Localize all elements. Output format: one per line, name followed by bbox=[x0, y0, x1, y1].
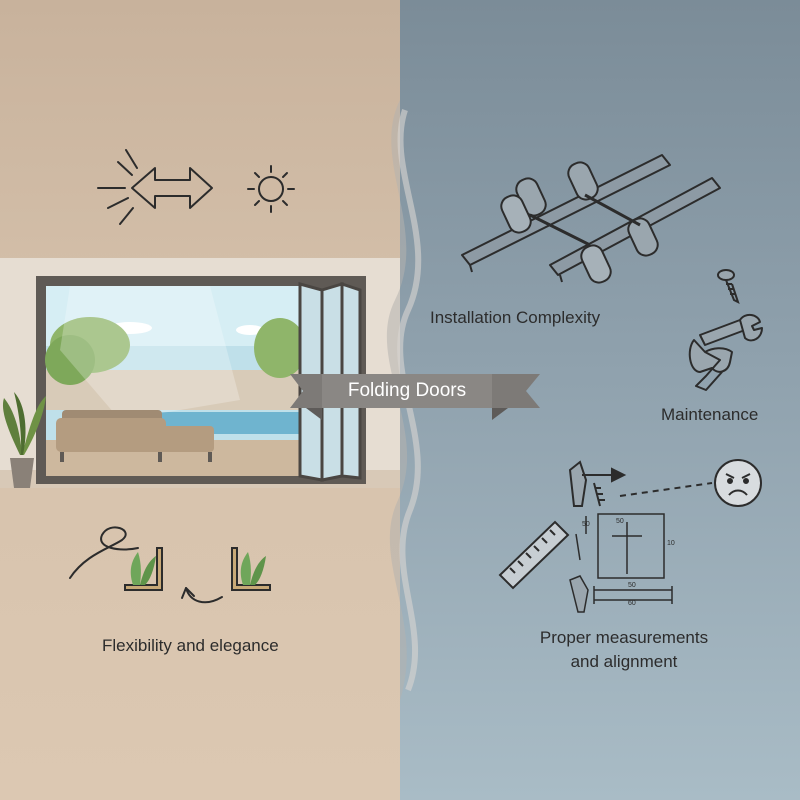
measurement-diagram bbox=[569, 513, 673, 613]
dim-label-top: 50 bbox=[616, 518, 624, 525]
curved-arrow-icon bbox=[69, 526, 223, 604]
double-arrow-icon bbox=[131, 167, 213, 209]
roller-track-icon bbox=[461, 154, 721, 284]
maintenance-label: Maintenance bbox=[661, 405, 759, 424]
title-banner-text: Folding Doors bbox=[347, 380, 467, 401]
hand-wrench-icon bbox=[688, 314, 763, 391]
dim-label-right: 10 bbox=[667, 540, 675, 547]
potted-plant-icon bbox=[2, 392, 46, 488]
screw-icon bbox=[717, 269, 740, 304]
folded-door-panels bbox=[298, 281, 362, 482]
title-banner bbox=[290, 374, 540, 420]
dim-label-left: 50 bbox=[582, 521, 590, 528]
installation-complexity-label: Installation Complexity bbox=[430, 308, 601, 327]
light-rays-icon bbox=[97, 149, 138, 225]
plant-bracket-icon bbox=[124, 547, 271, 591]
sofa-icon bbox=[56, 410, 214, 462]
ruler-icon bbox=[498, 520, 570, 590]
measurements-label-line2: and alignment bbox=[570, 652, 678, 671]
angry-face-icon bbox=[714, 459, 762, 507]
hinge-icon bbox=[568, 460, 627, 507]
wavy-divider bbox=[386, 100, 408, 700]
dim-label-bottom-lower: 60 bbox=[628, 600, 636, 607]
dim-label-bottom-upper: 50 bbox=[628, 582, 636, 589]
flexibility-caption: Flexibility and elegance bbox=[102, 636, 279, 655]
measurements-label-line1: Proper measurements bbox=[539, 628, 709, 647]
sun-icon bbox=[247, 165, 295, 213]
